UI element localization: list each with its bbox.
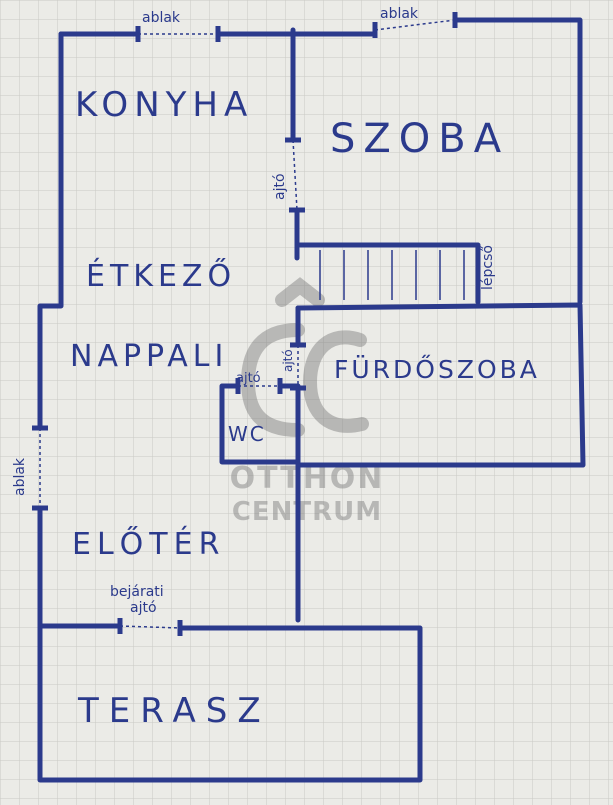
openings [32,12,458,636]
door-kitchen-room [285,137,305,213]
door-entrance [117,618,183,636]
watermark-logo-mark [240,277,369,437]
annotation-window-top-right: ablak [380,6,419,22]
annotation-entrance-door-line2: ajtó [130,600,157,616]
door-wc [235,378,283,394]
room-label-etkezo: ÉTKEZŐ [86,257,236,294]
annotation-door-wc: ajtó [236,371,261,386]
wall-top-right [452,17,583,305]
annotation-window-left: ablak [12,457,28,496]
window-top-right [372,12,458,38]
watermark-line2: CENTRUM [232,497,382,527]
walls [37,17,586,783]
room-label-furdoszoba: FÜRDŐSZOBA [334,354,540,384]
staircase-outline [297,242,481,305]
room-label-nappali: NAPPALI [70,339,228,374]
door-bathroom [290,342,306,391]
wall-bathroom-top [295,302,586,468]
annotation-window-top-left: ablak [142,10,181,26]
room-label-terasz: TERASZ [77,691,271,731]
window-top-left [135,26,221,42]
staircase-steps [319,250,465,300]
window-left [32,425,48,511]
room-label-konyha: KONYHA [75,85,253,125]
annotation-door-kitchen-room: ajtó [272,173,288,200]
room-label-wc: WC [228,422,266,446]
annotation-door-bathroom: ajtó [281,349,295,372]
staircase-label: lépcső [480,245,496,290]
wall-wc [219,383,301,465]
wall-left-upper [37,31,64,431]
annotation-entrance-door-line1: bejárati [110,584,164,600]
wall-left-lower [37,505,423,783]
room-label-szoba: SZOBA [330,116,509,162]
room-label-eloter: ELŐTÉR [72,525,225,562]
